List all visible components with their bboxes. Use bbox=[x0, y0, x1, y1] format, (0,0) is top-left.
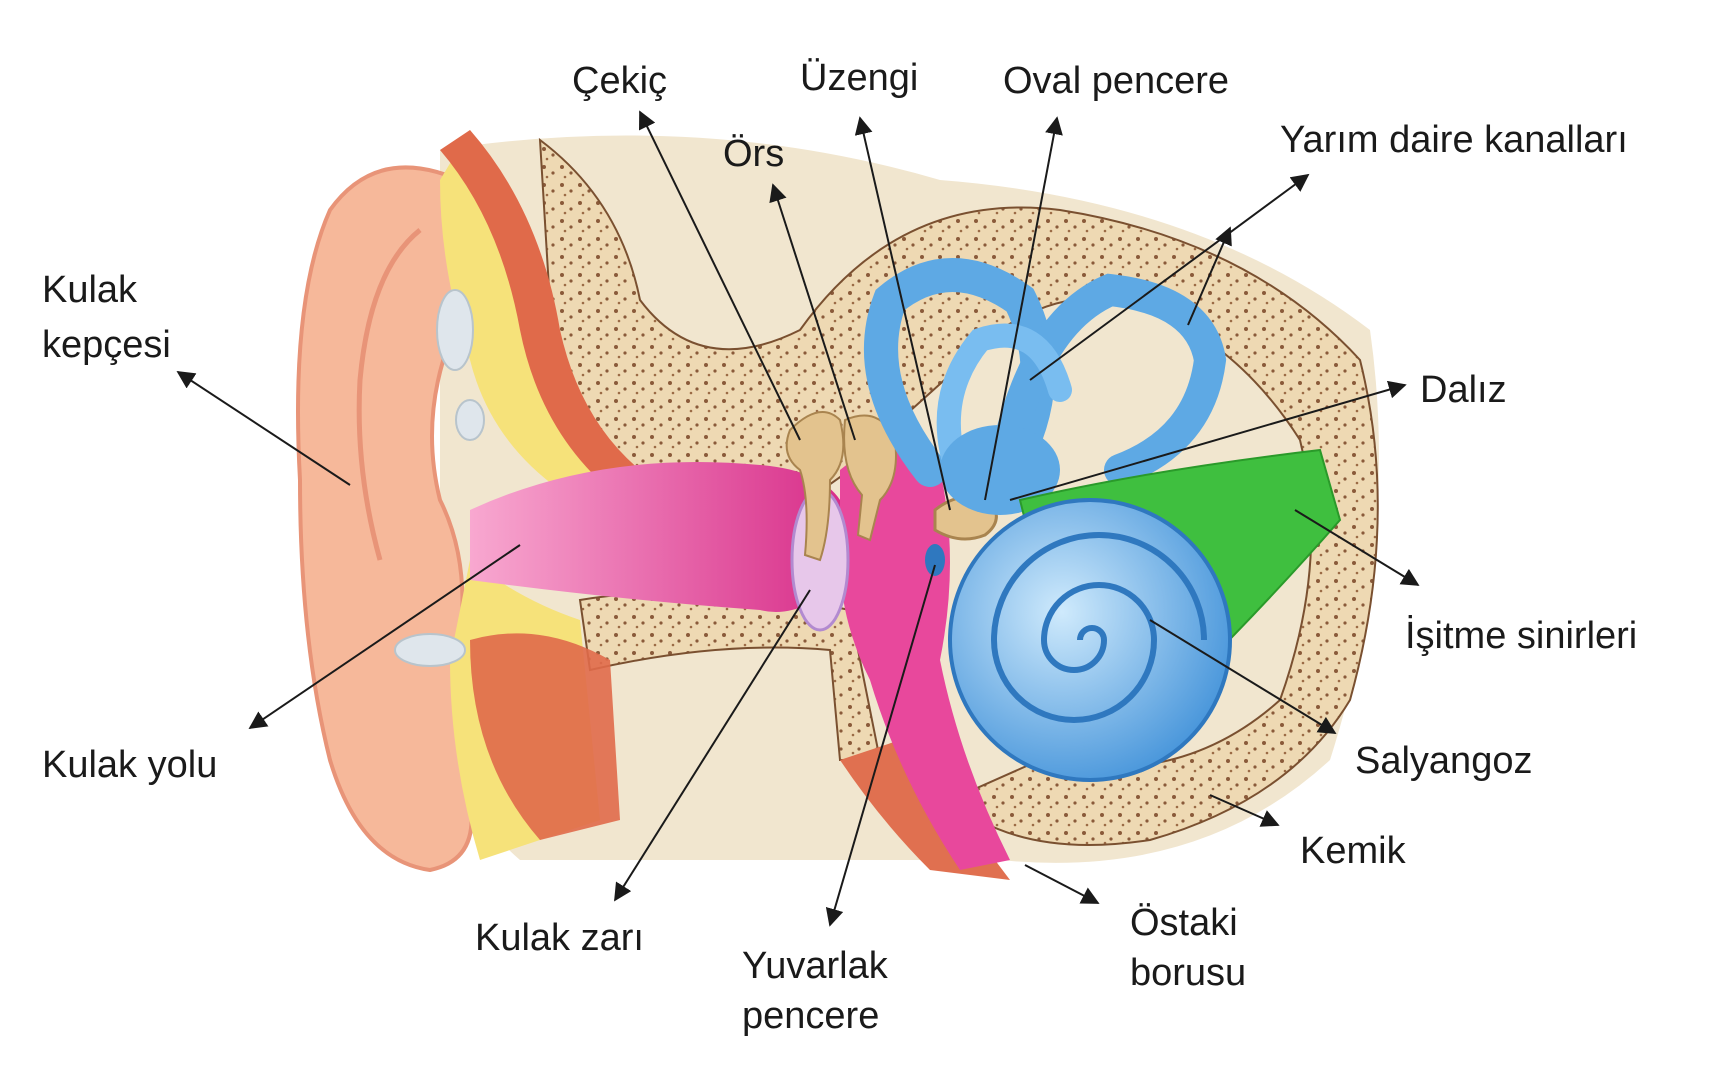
arrow-semicircular-2 bbox=[1187, 226, 1232, 326]
label-semicircular-canals: Yarım daire kanalları bbox=[1280, 119, 1628, 161]
incus-shape bbox=[843, 414, 897, 542]
label-pinna-line2: kepçesi bbox=[42, 324, 171, 366]
arrow-vestibule bbox=[1009, 380, 1407, 501]
label-cochlea: Salyangoz bbox=[1355, 740, 1532, 782]
label-eustachian-line1: Östaki bbox=[1130, 902, 1238, 944]
label-round-window-line2: pencere bbox=[742, 995, 879, 1037]
arrow-ear-canal bbox=[248, 544, 521, 730]
arrow-incus bbox=[769, 183, 856, 441]
pinna-shape bbox=[296, 165, 475, 873]
label-oval-window: Oval pencere bbox=[1003, 60, 1229, 102]
arrow-pinna bbox=[176, 371, 351, 486]
fat-layer-upper bbox=[440, 130, 600, 490]
label-malleus: Çekiç bbox=[572, 60, 667, 102]
arrow-eustachian bbox=[1024, 864, 1100, 904]
muscle-lower bbox=[470, 633, 620, 840]
label-vestibule: Dalız bbox=[1420, 369, 1507, 411]
cartilage-1 bbox=[436, 289, 474, 371]
semicircular-canal-3 bbox=[936, 323, 1072, 492]
label-stapes: Üzengi bbox=[800, 57, 918, 99]
vestibule-shape bbox=[940, 425, 1060, 515]
ear-canal-shape bbox=[470, 462, 840, 612]
round-window-shape bbox=[925, 544, 945, 576]
label-pinna-line1: Kulak bbox=[42, 269, 138, 311]
label-incus: Örs bbox=[723, 133, 784, 175]
cartilage-2 bbox=[455, 399, 485, 441]
label-auditory-nerves: İşitme sinirleri bbox=[1405, 614, 1637, 657]
label-ear-canal: Kulak yolu bbox=[42, 744, 217, 786]
middle-ear-cavity bbox=[840, 445, 1010, 870]
label-bone: Kemik bbox=[1300, 830, 1407, 872]
arrow-semicircular-1 bbox=[1029, 173, 1310, 381]
cartilage-3 bbox=[394, 633, 466, 667]
arrow-oval-window bbox=[984, 116, 1063, 501]
label-eustachian-line2: borusu bbox=[1130, 952, 1246, 994]
label-round-window-line1: Yuvarlak bbox=[742, 945, 889, 987]
arrow-bone bbox=[1209, 794, 1280, 827]
muscle-upper bbox=[440, 130, 640, 490]
label-eardrum: Kulak zarı bbox=[475, 917, 644, 959]
arrow-stapes bbox=[854, 116, 951, 511]
pinna-fold bbox=[356, 228, 422, 561]
arrow-nerve bbox=[1294, 509, 1420, 586]
arrow-cochlea bbox=[1149, 619, 1337, 734]
malleus-shape bbox=[785, 411, 845, 562]
cochlea-spiral bbox=[990, 532, 1207, 723]
arrows bbox=[176, 110, 1420, 927]
arrow-malleus bbox=[639, 110, 801, 441]
arrow-round-window bbox=[825, 564, 936, 927]
arrow-eardrum bbox=[614, 589, 811, 902]
